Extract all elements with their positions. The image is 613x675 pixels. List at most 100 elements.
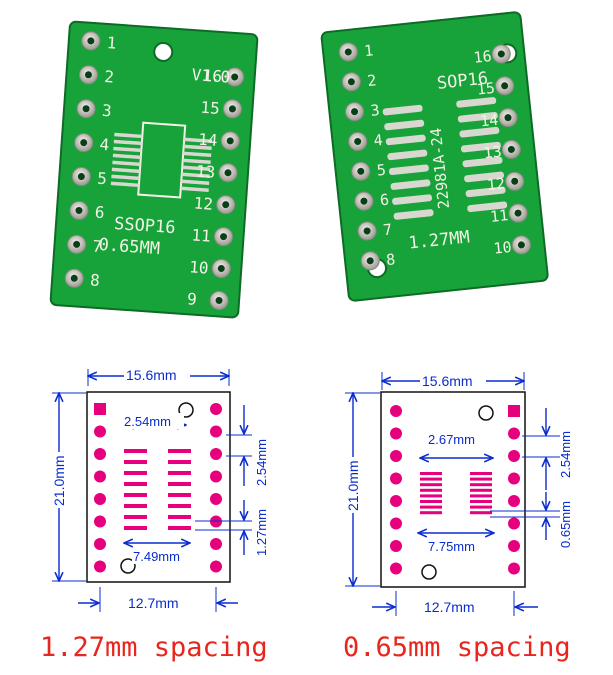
pin-number-label: 2 — [366, 71, 377, 90]
diagram-0-65mm: 15.6mm 21.0mm 2.67mm 2.54mm 0.65mm 7.75m… — [343, 372, 573, 616]
pad-hole — [80, 139, 88, 147]
round-pad — [508, 495, 520, 507]
smd-pad — [124, 449, 147, 453]
hole-outline — [421, 564, 437, 580]
round-pad — [210, 470, 222, 483]
round-pad — [210, 448, 222, 460]
sop-pad — [385, 134, 426, 146]
pad-hole — [73, 240, 81, 248]
pin-number-label: 1 — [363, 41, 374, 60]
pad-hole — [228, 105, 236, 113]
fine-pitch-pad — [112, 160, 141, 167]
pin-number-label: 13 — [195, 162, 216, 182]
pad-hole — [215, 296, 223, 304]
fine-pitch-pad — [183, 144, 212, 151]
pin-number-label: 8 — [90, 270, 101, 290]
pad-hole — [501, 82, 509, 90]
smd-pad — [470, 505, 492, 509]
round-pad — [390, 495, 402, 507]
sop-pad — [387, 149, 428, 161]
board-version: V1.0 — [191, 65, 231, 87]
round-pad — [94, 560, 106, 573]
smd-pad — [168, 493, 191, 497]
smd-pad — [168, 482, 191, 486]
fine-pitch-pad — [180, 186, 209, 192]
caption-0-65mm-spacing: 0.65mm spacing — [343, 632, 571, 663]
pin-number-label: 3 — [370, 101, 381, 120]
bottom-width-label: 12.7mm — [424, 599, 475, 615]
fine-pitch-pad — [182, 158, 211, 165]
hole-outline — [120, 558, 136, 574]
smd-pad — [470, 494, 492, 498]
pin-number-label: 6 — [94, 203, 105, 223]
pin-number-label: 4 — [373, 131, 384, 150]
sop-pad — [462, 156, 503, 168]
pad-pitch-label: 0.65mm — [558, 501, 573, 548]
smd-pad — [168, 449, 191, 453]
right-pin-pads — [338, 42, 531, 271]
fine-pitch-pad — [112, 153, 141, 160]
pin-number-label: 16 — [202, 66, 223, 86]
smd-pad — [124, 460, 147, 464]
round-pad — [94, 493, 106, 505]
bottom-width-label: 12.7mm — [128, 595, 179, 611]
sop-pad — [456, 97, 497, 108]
pad-hole — [220, 233, 228, 241]
pin-number-label: 7 — [92, 237, 103, 257]
pad-hole — [231, 73, 239, 81]
ic-sop-pads — [382, 97, 508, 220]
pin-number-label: 14 — [198, 130, 219, 150]
round-pad — [210, 425, 222, 438]
pad-hole — [504, 114, 512, 122]
round-pad — [94, 538, 106, 550]
sop16-board: SOP16 22981A-24 1.27MM 12345678161514131… — [320, 11, 549, 302]
board-pitch: 0.65MM — [98, 235, 161, 259]
pin-pitch-label: 2.54mm — [254, 439, 269, 486]
sop-pad — [464, 171, 505, 183]
smd-pad — [470, 477, 492, 481]
smd-pad — [420, 488, 442, 492]
pin-number-label: 14 — [479, 111, 499, 131]
pad-hole — [366, 257, 374, 265]
round-pad — [508, 427, 520, 440]
smd-pad — [124, 471, 147, 475]
width-label: 15.6mm — [126, 367, 177, 383]
round-pad — [94, 470, 106, 483]
round-pad — [508, 450, 520, 462]
pad-hole — [70, 274, 78, 282]
pin-number-label: 6 — [379, 191, 390, 210]
fine-pitch-pad — [111, 167, 140, 174]
pin-number-label: 10 — [189, 257, 210, 277]
pad-hole — [217, 265, 225, 273]
pad-hole — [87, 37, 95, 45]
fine-pitch-pad — [114, 132, 143, 139]
smd-pad — [168, 460, 191, 464]
pad-hole — [84, 71, 92, 79]
round-pad — [210, 538, 222, 550]
fine-pitch-pad — [181, 172, 210, 178]
board-name: SSOP16 — [113, 214, 176, 238]
caption-1-27mm-spacing: 1.27mm spacing — [40, 632, 268, 663]
sop-pad — [382, 104, 423, 116]
pin-number-label: 10 — [493, 238, 513, 258]
smd-pad — [124, 504, 147, 508]
smd-pad — [168, 471, 191, 475]
pin-number-label: 1 — [106, 33, 117, 53]
sop-pad — [392, 194, 432, 205]
sop-pad — [459, 126, 500, 138]
pin1-square-pad — [508, 405, 520, 417]
ic-fine-pads — [110, 132, 213, 192]
round-pad — [94, 515, 106, 528]
fine-pitch-pad — [184, 137, 213, 144]
pad-hole — [82, 105, 90, 113]
smd-pad — [124, 493, 147, 497]
sop-pad — [390, 179, 431, 190]
smd-pad — [168, 526, 191, 530]
left-pin-pads — [64, 31, 245, 310]
smd-pad — [420, 500, 442, 503]
pin-number-label: 11 — [191, 225, 212, 245]
pin-number-label: 3 — [101, 101, 112, 121]
smd-pad — [470, 472, 492, 475]
mounting-hole — [153, 41, 174, 62]
round-pad — [508, 517, 520, 530]
